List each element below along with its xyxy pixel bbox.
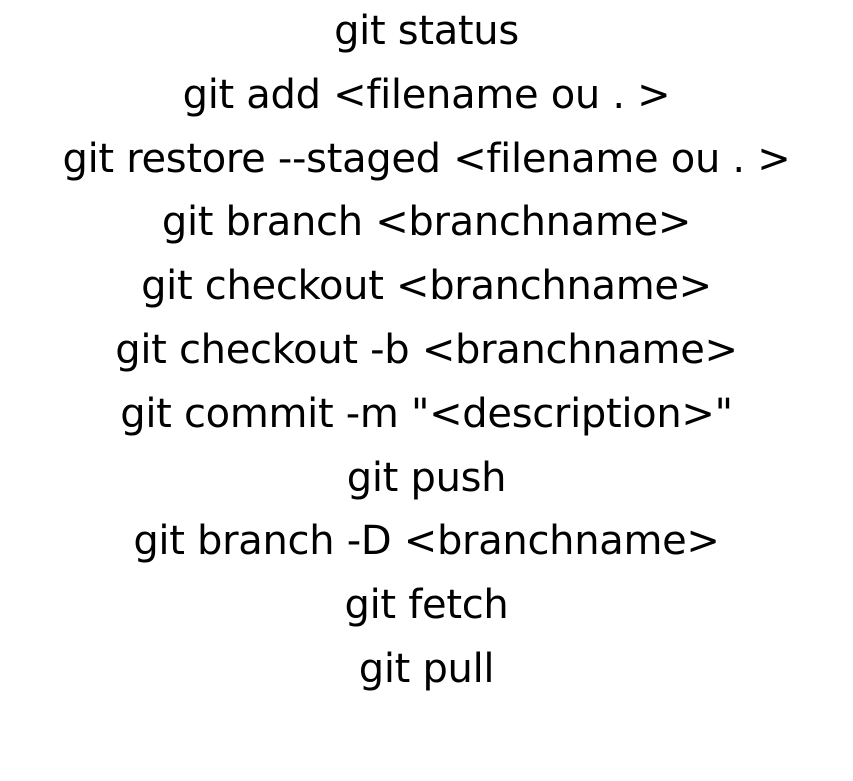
command-git-push: git push [346, 454, 507, 501]
command-git-checkout: git checkout <branchname> [141, 263, 712, 310]
command-git-status: git status [334, 8, 519, 54]
command-git-commit: git commit -m "<description>" [120, 390, 733, 437]
command-git-checkout-b: git checkout -b <branchname> [115, 326, 738, 373]
command-list: git status git add <filename ou . > git … [62, 8, 791, 692]
command-git-pull: git pull [358, 645, 495, 692]
command-git-restore-staged: git restore --staged <filename ou . > [62, 135, 791, 182]
command-git-add: git add <filename ou . > [182, 71, 671, 118]
command-git-branch-delete: git branch -D <branchname> [133, 518, 720, 565]
command-git-fetch: git fetch [344, 582, 509, 629]
command-git-branch: git branch <branchname> [161, 199, 692, 246]
